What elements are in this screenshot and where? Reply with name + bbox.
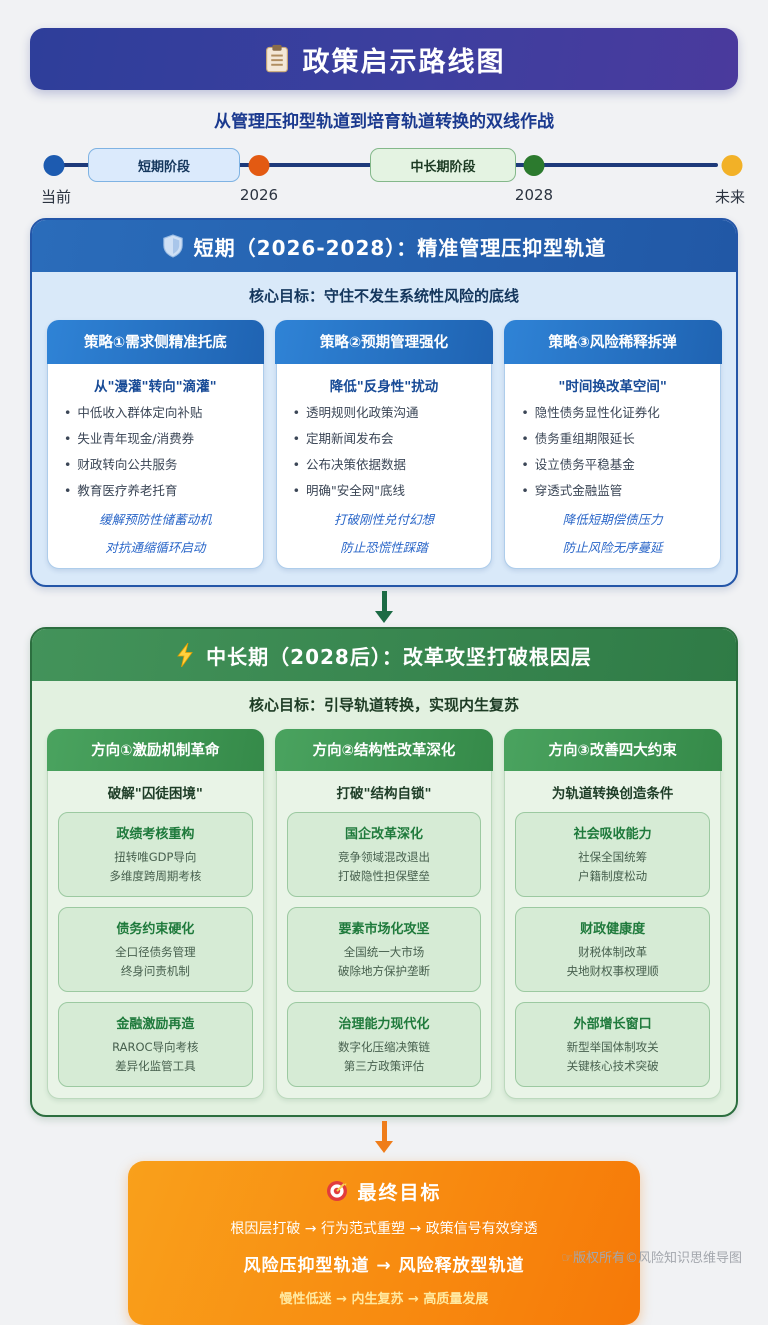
down-arrow-green bbox=[30, 587, 738, 627]
short-term-title: 短期（2026-2028）：精准管理压抑型轨道 bbox=[193, 235, 607, 260]
measure-box: 金融激励再造 RAROC导向考核 差异化监管工具 bbox=[58, 1001, 253, 1087]
direction-card-2-header: 方向②结构性改革深化 bbox=[275, 728, 493, 771]
direction-card-2: 方向②结构性改革深化 打破"结构自锁" 国企改革深化 竞争领域混改退出 打破隐性… bbox=[275, 728, 493, 1099]
strategy-card-1-subtitle: 从"漫灌"转向"滴灌" bbox=[94, 378, 217, 395]
measure-box: 外部增长窗口 新型举国体制攻关 关键核心技术突破 bbox=[515, 1001, 711, 1087]
final-goal-box: 最终目标 根因层打破 → 行为范式重塑 → 政策信号有效穿透 风险压抑型轨道 →… bbox=[128, 1160, 640, 1325]
bullet-item: 财政转向公共服务 bbox=[64, 456, 251, 474]
short-term-header: 短期（2026-2028）：精准管理压抑型轨道 bbox=[32, 220, 736, 272]
copyright-watermark: ☞版权所有©风险知识思维导图 bbox=[561, 1251, 742, 1266]
measure-box: 债务约束硬化 全口径债务管理 终身问责机制 bbox=[58, 906, 253, 992]
header-banner: 政策启示路线图 bbox=[30, 28, 738, 90]
measure-box: 要素市场化攻坚 全国统一大市场 破除地方保护垄断 bbox=[286, 906, 482, 992]
short-term-goal: 核心目标：守住不发生系统性风险的底线 bbox=[248, 287, 519, 305]
short-term-section: 短期（2026-2028）：精准管理压抑型轨道 核心目标：守住不发生系统性风险的… bbox=[30, 218, 738, 587]
bullet-item: 隐性债务显性化证券化 bbox=[521, 404, 708, 422]
timeline-dot-2028 bbox=[523, 155, 545, 176]
direction-card-3: 方向③改善四大约束 为轨道转换创造条件 社会吸收能力 社保全国统筹 户籍制度松动… bbox=[503, 728, 722, 1099]
direction-card-2-subtitle: 打破"结构自锁" bbox=[336, 785, 432, 802]
measure-box: 治理能力现代化 数字化压缩决策链 第三方政策评估 bbox=[286, 1001, 482, 1087]
measure-box: 社会吸收能力 社保全国统筹 户籍制度松动 bbox=[515, 811, 711, 897]
mid-term-header: 中长期（2028后）：改革攻坚打破根因层 bbox=[32, 629, 736, 681]
strategy-note: 对抗通缩循环启动 bbox=[105, 540, 206, 555]
direction-card-1-subtitle: 破解"囚徒困境" bbox=[107, 785, 203, 802]
timeline-phase-mid: 中长期阶段 bbox=[370, 148, 516, 182]
page-subtitle: 从管理压抑型轨道到培育轨道转换的双线作战 bbox=[214, 112, 554, 132]
timeline: 短期阶段 中长期阶段 当前 2026 2028 未来 bbox=[40, 146, 745, 208]
strategy-note: 缓解预防性储蓄动机 bbox=[99, 512, 212, 527]
direction-card-1-header: 方向①激励机制革命 bbox=[46, 728, 265, 771]
timeline-label-current: 当前 bbox=[40, 188, 72, 206]
strategy-card-3-subtitle: "时间换改革空间" bbox=[558, 378, 667, 395]
strategy-note: 防止风险无序蔓延 bbox=[562, 540, 663, 555]
bullet-item: 债务重组期限延长 bbox=[521, 430, 708, 448]
strategy-note: 降低短期偿债压力 bbox=[562, 512, 663, 527]
bullet-item: 设立债务平稳基金 bbox=[521, 456, 708, 474]
bullet-item: 穿透式金融监管 bbox=[521, 482, 708, 500]
timeline-label-future: 未来 bbox=[714, 188, 746, 206]
direction-card-3-header: 方向③改善四大约束 bbox=[503, 728, 722, 771]
strategy-card-2: 策略②预期管理强化 降低"反身性"扰动 透明规则化政策沟通 定期新闻发布会 公布… bbox=[275, 319, 493, 569]
measure-box: 国企改革深化 竞争领域混改退出 打破隐性担保壁垒 bbox=[286, 811, 482, 897]
mid-term-goal: 核心目标：引导轨道转换，实现内生复苏 bbox=[248, 696, 519, 714]
timeline-phase-short: 短期阶段 bbox=[88, 148, 240, 182]
target-icon bbox=[326, 1180, 348, 1202]
measure-box: 政绩考核重构 扭转唯GDP导向 多维度跨周期考核 bbox=[58, 811, 253, 897]
bullet-item: 定期新闻发布会 bbox=[293, 430, 480, 448]
lightning-icon bbox=[176, 643, 196, 667]
timeline-dot-current bbox=[43, 155, 65, 176]
final-goal-title: 最终目标 bbox=[357, 1181, 442, 1204]
strategy-card-1-header: 策略①需求侧精准托底 bbox=[46, 319, 265, 364]
bullet-item: 公布决策依据数据 bbox=[293, 456, 480, 474]
strategy-card-3: 策略③风险稀释拆弹 "时间换改革空间" 隐性债务显性化证券化 债务重组期限延长 … bbox=[503, 319, 722, 569]
bullet-item: 中低收入群体定向补贴 bbox=[64, 404, 251, 422]
page-title: 政策启示路线图 bbox=[302, 46, 506, 78]
direction-card-3-subtitle: 为轨道转换创造条件 bbox=[551, 785, 674, 802]
strategy-card-2-subtitle: 降低"反身性"扰动 bbox=[329, 378, 439, 395]
final-goal-line1: 根因层打破 → 行为范式重塑 → 政策信号有效穿透 bbox=[230, 1220, 538, 1237]
strategy-note: 打破刚性兑付幻想 bbox=[334, 512, 435, 527]
measure-box: 财政健康度 财税体制改革 央地财权事权理顺 bbox=[515, 906, 711, 992]
strategy-card-2-header: 策略②预期管理强化 bbox=[275, 319, 493, 364]
timeline-dot-2026 bbox=[248, 155, 270, 176]
strategy-card-3-header: 策略③风险稀释拆弹 bbox=[503, 319, 722, 364]
timeline-dot-future bbox=[721, 155, 743, 176]
clipboard-icon bbox=[263, 44, 291, 74]
mid-term-title: 中长期（2028后）：改革攻坚打破根因层 bbox=[206, 644, 592, 669]
bullet-item: 透明规则化政策沟通 bbox=[293, 404, 480, 422]
final-goal-line3: 慢性低迷 → 内生复苏 → 高质量发展 bbox=[279, 1291, 489, 1307]
direction-card-1: 方向①激励机制革命 破解"囚徒困境" 政绩考核重构 扭转唯GDP导向 多维度跨周… bbox=[46, 728, 265, 1099]
bullet-item: 教育医疗养老托育 bbox=[64, 482, 251, 500]
strategy-note: 防止恐慌性踩踏 bbox=[340, 540, 428, 555]
shield-icon bbox=[162, 234, 184, 258]
strategy-card-1: 策略①需求侧精准托底 从"漫灌"转向"滴灌" 中低收入群体定向补贴 失业青年现金… bbox=[46, 319, 265, 569]
final-goal-line2: 风险压抑型轨道 → 风险释放型轨道 bbox=[243, 1255, 525, 1276]
down-arrow-orange bbox=[30, 1117, 738, 1157]
mid-term-section: 中长期（2028后）：改革攻坚打破根因层 核心目标：引导轨道转换，实现内生复苏 … bbox=[30, 627, 738, 1117]
timeline-label-2026: 2026 bbox=[239, 186, 279, 204]
timeline-label-2028: 2028 bbox=[514, 186, 554, 204]
bullet-item: 失业青年现金/消费券 bbox=[64, 430, 251, 448]
bullet-item: 明确"安全网"底线 bbox=[293, 482, 480, 500]
